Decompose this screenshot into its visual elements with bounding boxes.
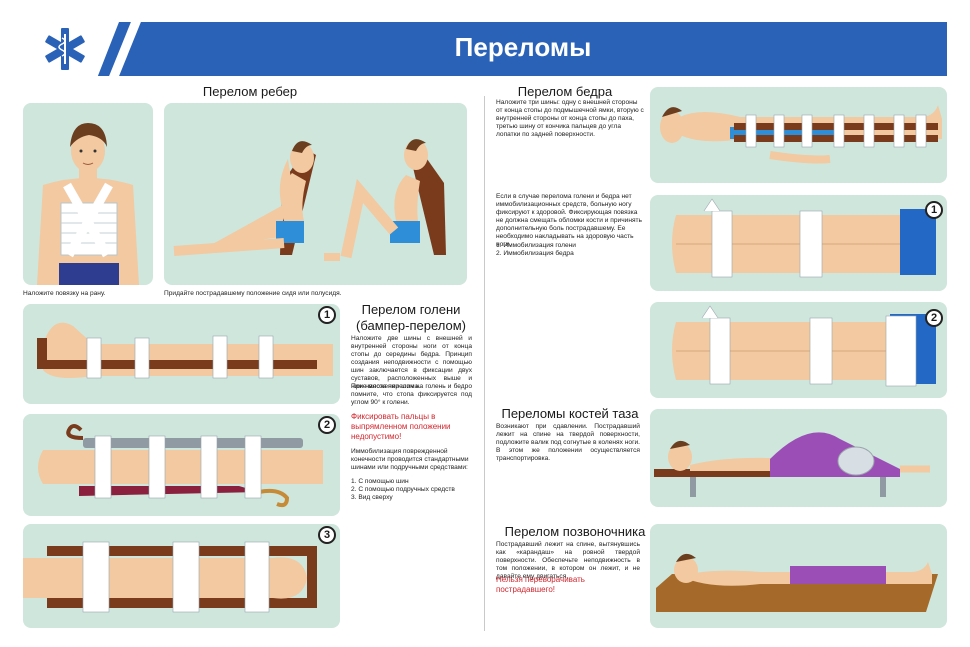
logo-box bbox=[23, 22, 119, 76]
shin-splint-panel-3 bbox=[23, 524, 340, 628]
badge-shin-3: 3 bbox=[318, 526, 336, 544]
shin-splint-panel-1 bbox=[23, 304, 340, 404]
shin-title-line1: Перелом голени bbox=[361, 302, 461, 317]
pelvis-title: Переломы костей таза bbox=[501, 406, 639, 421]
badge-shin-2: 2 bbox=[318, 416, 336, 434]
thigh-title: Перелом бедра bbox=[517, 84, 613, 99]
shin-splint-illustration bbox=[37, 322, 333, 379]
shin-para2: При наложении шин на голень и бедро помн… bbox=[351, 383, 472, 406]
ribs-bandage-panel bbox=[23, 103, 153, 285]
list-item: 3. Вид сверху bbox=[351, 494, 393, 501]
star-of-life-icon bbox=[45, 28, 85, 70]
thigh-list: 1. Иммобилизация голени 2. Иммобилизация… bbox=[496, 242, 644, 258]
full-body-splint-illustration bbox=[660, 105, 942, 164]
list-item: 2. С помощью подручных средств bbox=[351, 486, 455, 493]
sitting-patients-illustration bbox=[173, 139, 446, 261]
pelvis-panel bbox=[650, 409, 947, 507]
spine-position-illustration bbox=[656, 553, 938, 612]
pelvis-para: Возникают при сдавлении. Пострадавший ле… bbox=[496, 423, 640, 462]
thigh-legs-panel-1 bbox=[650, 195, 947, 291]
header-bar: Переломы bbox=[23, 22, 947, 76]
spine-panel bbox=[650, 524, 947, 628]
shin-title-line2: (бампер-перелом) bbox=[356, 318, 466, 333]
bandaged-chest-illustration bbox=[37, 123, 139, 285]
legs-tied-shin-illustration bbox=[672, 198, 936, 278]
list-item: 1. Иммобилизация голени bbox=[496, 242, 576, 249]
shin-title: Перелом голени (бампер-перелом) bbox=[350, 302, 472, 334]
shin-splint-panel-2 bbox=[23, 414, 340, 516]
top-view-splint-illustration bbox=[23, 541, 317, 613]
list-item: 2. Иммобилизация бедра bbox=[496, 250, 574, 257]
shin-list: 1. С помощью шин 2. С помощью подручных … bbox=[351, 478, 472, 502]
umbrella-splint-illustration bbox=[38, 424, 323, 508]
ribs-caption-left: Наложите повязку на рану. bbox=[23, 290, 106, 297]
ribs-sitting-panel bbox=[164, 103, 467, 285]
thigh-para2: Если в случае перелома голени и бедра не… bbox=[496, 193, 642, 248]
spine-title: Перелом позвоночника bbox=[504, 524, 646, 539]
badge-thigh-2: 2 bbox=[925, 309, 943, 327]
shin-para3: Иммобилизация поврежденной конечности пр… bbox=[351, 448, 469, 471]
badge-thigh-1: 1 bbox=[925, 201, 943, 219]
spine-warning: Нельзя переворачивать пострадавшего! bbox=[496, 575, 585, 594]
shin-para1: Наложите две шины с внешней и внутренней… bbox=[351, 335, 472, 390]
pelvis-position-illustration bbox=[654, 432, 930, 497]
page-title: Переломы bbox=[454, 32, 592, 62]
thigh-para1: Наложите три шины: одну с внешней сторон… bbox=[496, 99, 644, 138]
list-item: 1. С помощью шин bbox=[351, 478, 409, 485]
spine-para: Пострадавший лежит на спине, вытянувшись… bbox=[496, 541, 640, 580]
thigh-lying-panel bbox=[650, 87, 947, 183]
thigh-legs-panel-2 bbox=[650, 302, 947, 398]
legs-tied-thigh-illustration bbox=[672, 305, 936, 387]
shin-warning: Фиксировать пальцы в выпрямленном положе… bbox=[351, 412, 451, 441]
badge-shin-1: 1 bbox=[318, 306, 336, 324]
ribs-title: Перелом ребер bbox=[202, 84, 298, 99]
ribs-caption-right: Придайте пострадавшему положение сидя ил… bbox=[164, 290, 342, 297]
column-divider bbox=[484, 96, 485, 631]
